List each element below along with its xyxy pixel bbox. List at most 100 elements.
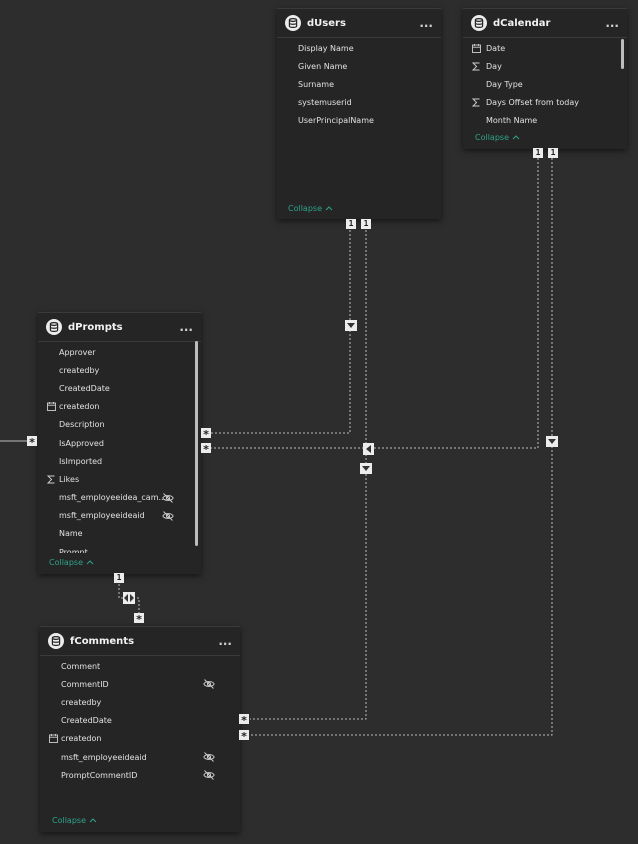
field-name: PromptCommentID [61,770,138,780]
field-row[interactable]: Days Offset from today [463,94,627,112]
cardinality-one-marker: 1 [114,573,124,583]
field-row[interactable]: Surname [277,75,441,93]
field-name: createdon [61,734,102,744]
field-row[interactable]: createdby [38,361,201,379]
chevron-up-icon [512,133,520,142]
field-name: Likes [59,474,80,484]
card-header[interactable]: dCalendar ... [463,9,627,38]
field-name: msft_employeeideaid [61,752,147,762]
field-row[interactable]: Given Name [277,57,441,75]
sigma-icon [471,98,481,108]
field-name: createdby [61,697,102,707]
card-header[interactable]: dUsers ... [277,9,441,38]
field-row[interactable]: UserPrincipalName [277,112,441,130]
more-options-icon[interactable]: ... [218,634,232,648]
more-options-icon[interactable]: ... [605,16,619,30]
hidden-eye-icon [203,679,215,690]
filter-direction-down-icon[interactable] [546,436,558,447]
table-title: fComments [70,635,135,647]
card-header[interactable]: fComments ... [40,627,240,656]
field-row[interactable]: Comment [40,657,240,675]
filter-direction-down-icon[interactable] [360,463,372,474]
field-name: Display Name [298,43,354,53]
field-row[interactable]: msft_employeeideaid [40,748,240,766]
field-name: Surname [298,79,334,89]
cardinality-one-marker: 1 [533,148,543,158]
field-name: Date [486,43,506,53]
field-name: Description [59,420,105,430]
field-name: UserPrincipalName [298,116,374,126]
table-icon [471,15,487,31]
filter-direction-down-icon[interactable] [345,320,357,331]
table-title: dUsers [307,17,346,29]
field-row[interactable]: Approver [38,343,201,361]
hidden-eye-icon [162,492,174,503]
hidden-eye-icon [203,770,215,781]
field-row[interactable]: createdon [40,730,240,748]
cardinality-many-marker: * [239,730,249,743]
chevron-up-icon [89,816,97,825]
filter-direction-left-icon[interactable] [363,443,374,455]
collapse-label: Collapse [475,133,509,142]
cardinality-one-marker: 1 [548,148,558,158]
relationship-dusers-dprompts [211,230,351,434]
field-row[interactable]: Date [463,39,627,57]
field-row[interactable]: Name [38,525,201,543]
cardinality-many-marker: * [134,613,144,626]
field-row[interactable]: Prompt [38,543,201,553]
collapse-button[interactable]: Collapse [475,133,520,142]
field-row[interactable]: Month Name [463,112,627,130]
table-title: dPrompts [68,321,123,333]
field-name: CreatedDate [61,716,112,726]
field-row[interactable]: Day [463,57,627,75]
field-name: createdby [59,365,100,375]
field-row[interactable]: msft_employeeideaid [38,507,201,525]
field-name: CommentID [61,679,109,689]
collapse-button[interactable]: Collapse [52,816,97,825]
calendar-icon [46,402,56,412]
table-icon [46,319,62,335]
field-row[interactable]: Description [38,416,201,434]
field-name: Given Name [298,61,348,71]
field-row[interactable]: IsImported [38,452,201,470]
field-row[interactable]: IsApproved [38,434,201,452]
field-row[interactable]: PromptCommentID [40,766,240,784]
collapse-button[interactable]: Collapse [49,558,94,567]
hidden-eye-icon [203,752,215,762]
scrollbar[interactable] [621,39,624,69]
table-icon [285,15,301,31]
field-row[interactable]: CreatedDate [38,379,201,397]
field-row[interactable]: createdby [40,693,240,711]
scrollbar[interactable] [195,341,198,546]
field-row[interactable]: msft_employeeidea_cam... [38,489,201,507]
collapse-label: Collapse [49,558,83,567]
more-options-icon[interactable]: ... [419,16,433,30]
field-name: msft_employeeideaid [59,511,145,521]
filter-direction-both-icon[interactable] [123,592,135,604]
hidden-eye-icon [162,510,174,521]
collapse-button[interactable]: Collapse [288,204,333,213]
field-row[interactable]: Display Name [277,39,441,57]
card-header[interactable]: dPrompts ... [38,313,201,342]
field-row[interactable]: CreatedDate [40,712,240,730]
field-row[interactable]: Likes [38,470,201,488]
field-row[interactable]: Day Type [463,75,627,93]
more-options-icon[interactable]: ... [179,320,193,334]
relationship-dcalendar-fcomments [250,158,553,736]
collapse-label: Collapse [288,204,322,213]
table-title: dCalendar [493,17,551,29]
calendar-icon [471,43,481,53]
field-row[interactable]: systemuserid [277,94,441,112]
field-row[interactable]: CommentID [40,675,240,693]
field-row[interactable]: createdon [38,398,201,416]
field-name: IsApproved [59,438,104,448]
chevron-up-icon [86,558,94,567]
